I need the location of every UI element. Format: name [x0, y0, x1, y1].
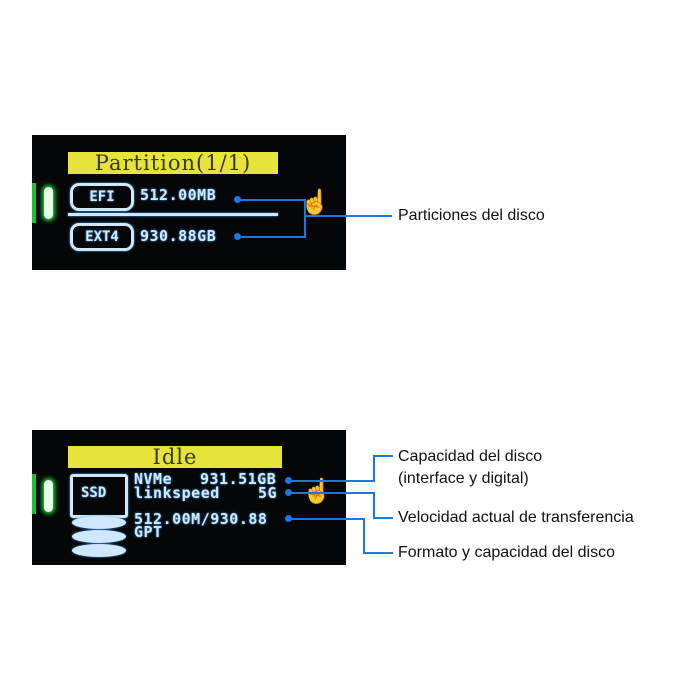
partition-format: GPT: [134, 523, 163, 541]
connector-line: [238, 236, 306, 238]
partition-size-efi: 512.00MB: [140, 186, 217, 204]
connector-line: [289, 480, 374, 482]
idle-screen: Idle ssd-icon SSD NVMe 931.51GB linkspee…: [32, 430, 346, 565]
annotation-speed: Velocidad actual de transferencia: [398, 509, 634, 526]
partition-size-ext4: 930.88GB: [140, 227, 217, 245]
status-led: [44, 187, 53, 219]
connector-line: [373, 455, 393, 457]
connector-dot: [285, 477, 292, 484]
status-led: [44, 480, 53, 512]
annotation-format: Formato y capacidad del disco: [398, 544, 615, 561]
partition-screen: Partition(1/1) EFI 512.00MB EXT4 930.88G…: [32, 135, 346, 270]
connector-line: [304, 199, 306, 238]
connector-dot: [234, 196, 241, 203]
connector-line: [373, 492, 375, 518]
connector-dot: [234, 233, 241, 240]
disk-stack-icon: [72, 530, 126, 543]
connector-dot: [285, 515, 292, 522]
screen-title: Idle: [68, 446, 282, 468]
linkspeed-label: linkspeed: [134, 484, 220, 502]
led-edge: [32, 183, 36, 223]
screen-title: Partition(1/1): [68, 152, 278, 174]
partition-usage: 512.00M/930.88: [134, 510, 268, 528]
disk-stack-icon: [72, 516, 126, 529]
disk-capacity: 931.51GB: [200, 470, 277, 488]
connector-line: [289, 492, 374, 494]
connector-line: [363, 518, 365, 553]
linkspeed-value: 5G: [258, 484, 278, 502]
connector-dot: [285, 489, 292, 496]
led-edge: [32, 474, 36, 514]
connector-line: [304, 215, 392, 217]
hand-pointer-icon: ☝: [302, 478, 332, 505]
annotation-capacity: Capacidad del disco: [398, 448, 543, 465]
connector-line: [289, 518, 364, 520]
interface-type: NVMe: [134, 470, 173, 488]
annotation-partitions: Particiones del disco: [398, 207, 545, 224]
connector-line: [373, 517, 393, 519]
disk-stack-icon: [72, 544, 126, 557]
partition-badge-ext4: EXT4: [70, 223, 134, 251]
connector-line: [373, 455, 375, 482]
ssd-icon: ssd-icon SSD: [70, 474, 128, 518]
partition-badge-efi: EFI: [70, 183, 134, 211]
connector-line: [238, 199, 306, 201]
connector-line: [363, 552, 393, 554]
annotation-capacity-sub: (interface y digital): [398, 470, 529, 487]
divider: [68, 213, 278, 216]
